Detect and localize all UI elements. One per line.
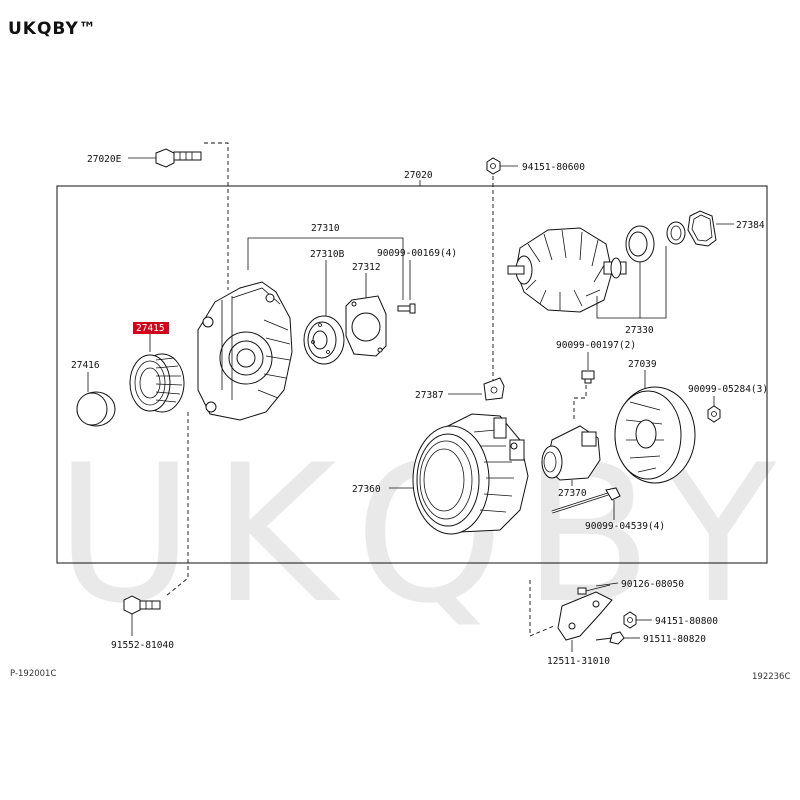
- highlight-27415: [133, 322, 169, 334]
- seal-27384[interactable]: [687, 210, 717, 247]
- retainer-plate-27312[interactable]: [345, 295, 387, 357]
- nut-94151-80800[interactable]: [623, 611, 637, 629]
- bracket-12511-31010[interactable]: [557, 591, 613, 641]
- label-91552-81040: 91552-81040: [111, 640, 174, 651]
- label-91511-80820: 91511-80820: [643, 634, 706, 645]
- bolt-91552-81040[interactable]: [123, 595, 161, 615]
- label-27330: 27330: [625, 325, 654, 336]
- brand-logo: UKQBY™: [8, 19, 97, 39]
- label-27370: 27370: [558, 488, 587, 499]
- rear-frame-27360[interactable]: [412, 413, 529, 535]
- label-27020: 27020: [404, 170, 433, 181]
- screw-90099-00197[interactable]: [581, 370, 595, 384]
- bearing-27330[interactable]: [625, 225, 655, 263]
- footer-left-code: P-192001C: [10, 669, 56, 679]
- label-27416: 27416: [71, 360, 100, 371]
- label-90099-00197: 90099-00197(2): [556, 340, 636, 351]
- label-90099-05284: 90099-05284(3): [688, 384, 768, 395]
- drive-end-frame-27310[interactable]: [197, 281, 293, 421]
- ring-27330[interactable]: [666, 221, 686, 245]
- label-27020e: 27020E: [87, 154, 122, 165]
- bolt-91511-80820[interactable]: [595, 631, 625, 645]
- label-90099-00169: 90099-00169(4): [377, 248, 457, 259]
- label-27384: 27384: [736, 220, 765, 231]
- label-27387: 27387: [415, 390, 444, 401]
- label-27360: 27360: [352, 484, 381, 495]
- rear-cover-27039[interactable]: [614, 386, 696, 484]
- cap-27416[interactable]: [76, 391, 116, 427]
- pulley-27415[interactable]: [129, 353, 185, 413]
- through-bolt-90099-04539[interactable]: [551, 487, 621, 514]
- label-27310b: 27310B: [310, 249, 345, 260]
- label-27310: 27310: [311, 223, 340, 234]
- rotor-27330[interactable]: [507, 227, 627, 313]
- footer-right-code: 192236C: [752, 672, 790, 682]
- nut-90099-05284[interactable]: [707, 405, 721, 423]
- nut-94151-80600[interactable]: [486, 157, 501, 175]
- label-90126-08050: 90126-08050: [621, 579, 684, 590]
- assembly-frame: [56, 185, 768, 564]
- label-94151-80800: 94151-80800: [655, 616, 718, 627]
- label-90099-04539: 90099-04539(4): [585, 521, 665, 532]
- label-12511-31010: 12511-31010: [547, 656, 610, 667]
- label-27415: 27415: [136, 323, 165, 334]
- insulator-27387[interactable]: [483, 377, 505, 401]
- brush-holder-27370[interactable]: [541, 425, 601, 481]
- screw-90099-00169[interactable]: [397, 303, 416, 314]
- label-27039: 27039: [628, 359, 657, 370]
- label-27312: 27312: [352, 262, 381, 273]
- bolt-27020e[interactable]: [155, 148, 202, 168]
- label-94151-80600: 94151-80600: [522, 162, 585, 173]
- bearing-27310b[interactable]: [303, 315, 345, 365]
- stud-90126-08050[interactable]: [577, 584, 611, 595]
